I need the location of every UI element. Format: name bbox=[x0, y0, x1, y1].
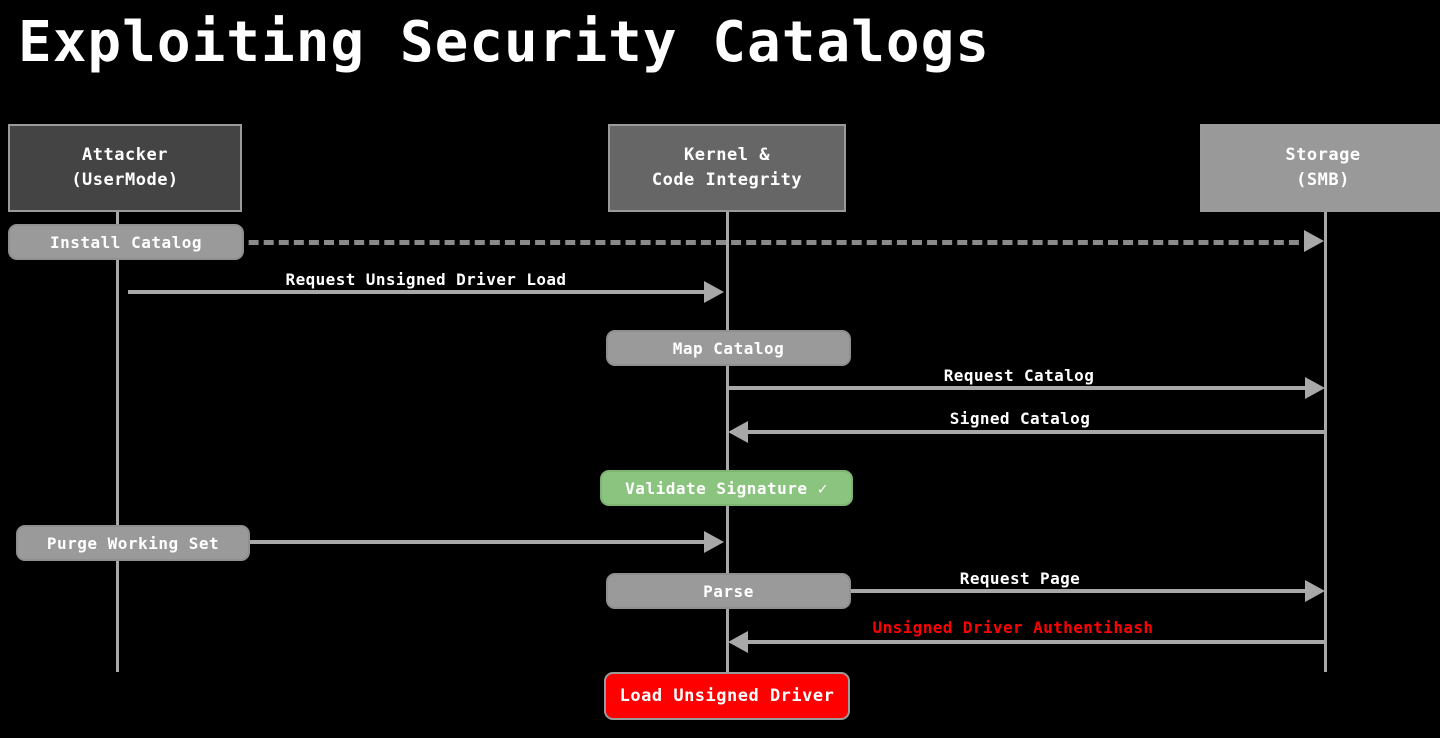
note-parse-label: Parse bbox=[703, 581, 754, 601]
note-validate-signature-label: Validate Signature ✓ bbox=[625, 478, 828, 498]
page-title: Exploiting Security Catalogs bbox=[18, 10, 991, 75]
message-request-unsigned-load-line bbox=[128, 290, 706, 294]
message-request-catalog-label: Request Catalog bbox=[943, 366, 1095, 385]
participant-kernel: Kernel & Code Integrity bbox=[608, 124, 846, 212]
message-unsigned-authentihash-label: Unsigned Driver Authentihash bbox=[872, 618, 1154, 637]
message-install-catalog-line bbox=[128, 240, 1314, 245]
message-request-page-label: Request Page bbox=[959, 569, 1081, 588]
participant-storage-line1: Storage bbox=[1285, 145, 1361, 166]
message-signed-catalog-line bbox=[748, 430, 1326, 434]
note-parse: Parse bbox=[606, 573, 851, 609]
message-request-catalog-arrowhead bbox=[1305, 377, 1325, 399]
message-install-catalog-arrowhead bbox=[1304, 230, 1324, 252]
note-install-catalog-label: Install Catalog bbox=[50, 232, 202, 252]
note-load-unsigned-driver-label: Load Unsigned Driver bbox=[619, 686, 835, 706]
note-map-catalog: Map Catalog bbox=[606, 330, 851, 366]
message-request-page-line bbox=[729, 589, 1307, 593]
lifeline-storage bbox=[1324, 212, 1327, 672]
message-signed-catalog-label: Signed Catalog bbox=[949, 409, 1091, 428]
lifeline-attacker bbox=[116, 212, 119, 672]
message-request-unsigned-load-arrowhead bbox=[704, 281, 724, 303]
participant-attacker: Attacker (UserMode) bbox=[8, 124, 242, 212]
note-map-catalog-label: Map Catalog bbox=[672, 338, 785, 358]
note-purge-working-set: Purge Working Set bbox=[16, 525, 250, 561]
message-purge-working-set-line bbox=[128, 540, 706, 544]
participant-storage-line2: (SMB) bbox=[1296, 170, 1350, 190]
message-signed-catalog-arrowhead bbox=[728, 421, 748, 443]
participant-attacker-line1: Attacker bbox=[82, 145, 168, 166]
participant-kernel-line2: Code Integrity bbox=[651, 170, 803, 190]
note-validate-signature: Validate Signature ✓ bbox=[600, 470, 853, 506]
message-purge-working-set-arrowhead bbox=[704, 531, 724, 553]
note-purge-working-set-label: Purge Working Set bbox=[46, 533, 220, 553]
participant-storage: Storage (SMB) bbox=[1200, 124, 1440, 212]
lifeline-kernel bbox=[726, 212, 729, 672]
participant-kernel-line1: Kernel & bbox=[684, 145, 770, 166]
message-request-page-arrowhead bbox=[1305, 580, 1325, 602]
message-unsigned-authentihash-line bbox=[748, 640, 1326, 644]
message-request-catalog-line bbox=[729, 386, 1307, 390]
participant-attacker-line2: (UserMode) bbox=[71, 170, 179, 190]
note-install-catalog: Install Catalog bbox=[8, 224, 244, 260]
message-request-unsigned-load-label: Request Unsigned Driver Load bbox=[285, 270, 567, 289]
message-unsigned-authentihash-arrowhead bbox=[728, 631, 748, 653]
note-load-unsigned-driver: Load Unsigned Driver bbox=[604, 672, 850, 720]
